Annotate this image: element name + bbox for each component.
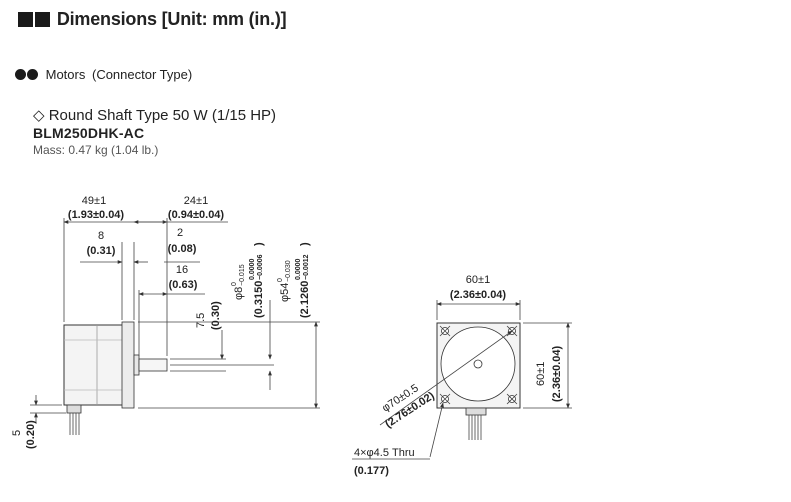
dimensions-title: Dimensions [Unit: mm (in.)] <box>56 9 287 29</box>
round-bullet-icon <box>27 69 38 80</box>
dim-16-in: (0.63) <box>169 279 198 291</box>
svg-text:): ) <box>299 242 311 246</box>
dim-8-mm: 8 <box>98 230 104 242</box>
front-dim-60-right-in: (2.36±0.04) <box>551 345 563 402</box>
dim-24-mm: 24±1 <box>184 195 208 207</box>
svg-text:(0.3150: (0.3150 <box>253 281 265 318</box>
svg-text:0: 0 <box>277 278 284 282</box>
dim-7-5-in: (0.30) <box>210 301 222 330</box>
front-connector <box>465 407 487 416</box>
square-bullet-icon <box>18 12 33 27</box>
dim-phi8: φ8 0 −0.015 (0.3150 0.0000 −0.0006 ) <box>231 242 265 318</box>
dim-5-in: (0.20) <box>25 420 37 449</box>
dim-16-mm: 16 <box>176 264 188 276</box>
square-bullet-icon <box>35 12 50 27</box>
svg-text:0.0000: 0.0000 <box>249 258 256 280</box>
svg-text:−0.015: −0.015 <box>239 264 246 286</box>
svg-text:0.0000: 0.0000 <box>295 258 302 280</box>
mass-label: Mass: 0.47 kg (1.04 lb.) <box>33 143 159 157</box>
dim-2-mm: 2 <box>177 227 183 239</box>
round-bullet-icon <box>15 69 26 80</box>
holes-mm: 4×φ4.5 Thru <box>354 447 415 459</box>
dim-49-mm: 49±1 <box>82 195 106 207</box>
dim-phi54: φ54 0 −0.030 (2.1260 0.0000 −0.0012 ) <box>277 242 311 318</box>
front-dim-60-top-in: (2.36±0.04) <box>450 289 507 301</box>
svg-text:φ8: φ8 <box>233 287 245 300</box>
holes-in: (0.177) <box>354 465 389 477</box>
svg-text:): ) <box>253 242 265 246</box>
dim-5-mm: 5 <box>11 430 23 436</box>
motors-title: Motors <box>45 67 86 82</box>
motors-heading: Motors (Connector Type) <box>15 67 192 82</box>
dim-2-in: (0.08) <box>168 243 197 255</box>
side-view <box>30 218 320 435</box>
motor-shaft <box>138 358 168 372</box>
shaft-circle <box>473 359 483 369</box>
shaft-type-label: ◇ Round Shaft Type 50 W (1/15 HP) <box>33 107 277 124</box>
motors-subtitle: (Connector Type) <box>91 67 193 82</box>
svg-text:0: 0 <box>231 282 238 286</box>
dim-24-in: (0.94±0.04) <box>168 209 225 221</box>
front-dim-60-top-mm: 60±1 <box>466 274 490 286</box>
dim-8-in: (0.31) <box>87 245 116 257</box>
svg-text:(2.1260: (2.1260 <box>299 281 311 318</box>
front-view <box>352 300 572 460</box>
dim-49-in: (1.93±0.04) <box>68 209 125 221</box>
dimensions-heading: Dimensions [Unit: mm (in.)] <box>18 9 287 30</box>
svg-text:−0.030: −0.030 <box>285 260 292 282</box>
connector <box>66 404 82 414</box>
model-number: BLM250DHK-AC <box>33 125 145 141</box>
svg-text:φ54: φ54 <box>279 283 291 302</box>
svg-text:−0.0012: −0.0012 <box>303 254 310 280</box>
svg-text:−0.0006: −0.0006 <box>257 254 264 280</box>
motor-flange <box>121 321 135 409</box>
front-dim-60-right-mm: 60±1 <box>535 362 547 386</box>
dim-7-5-mm: 7.5 <box>195 313 207 328</box>
